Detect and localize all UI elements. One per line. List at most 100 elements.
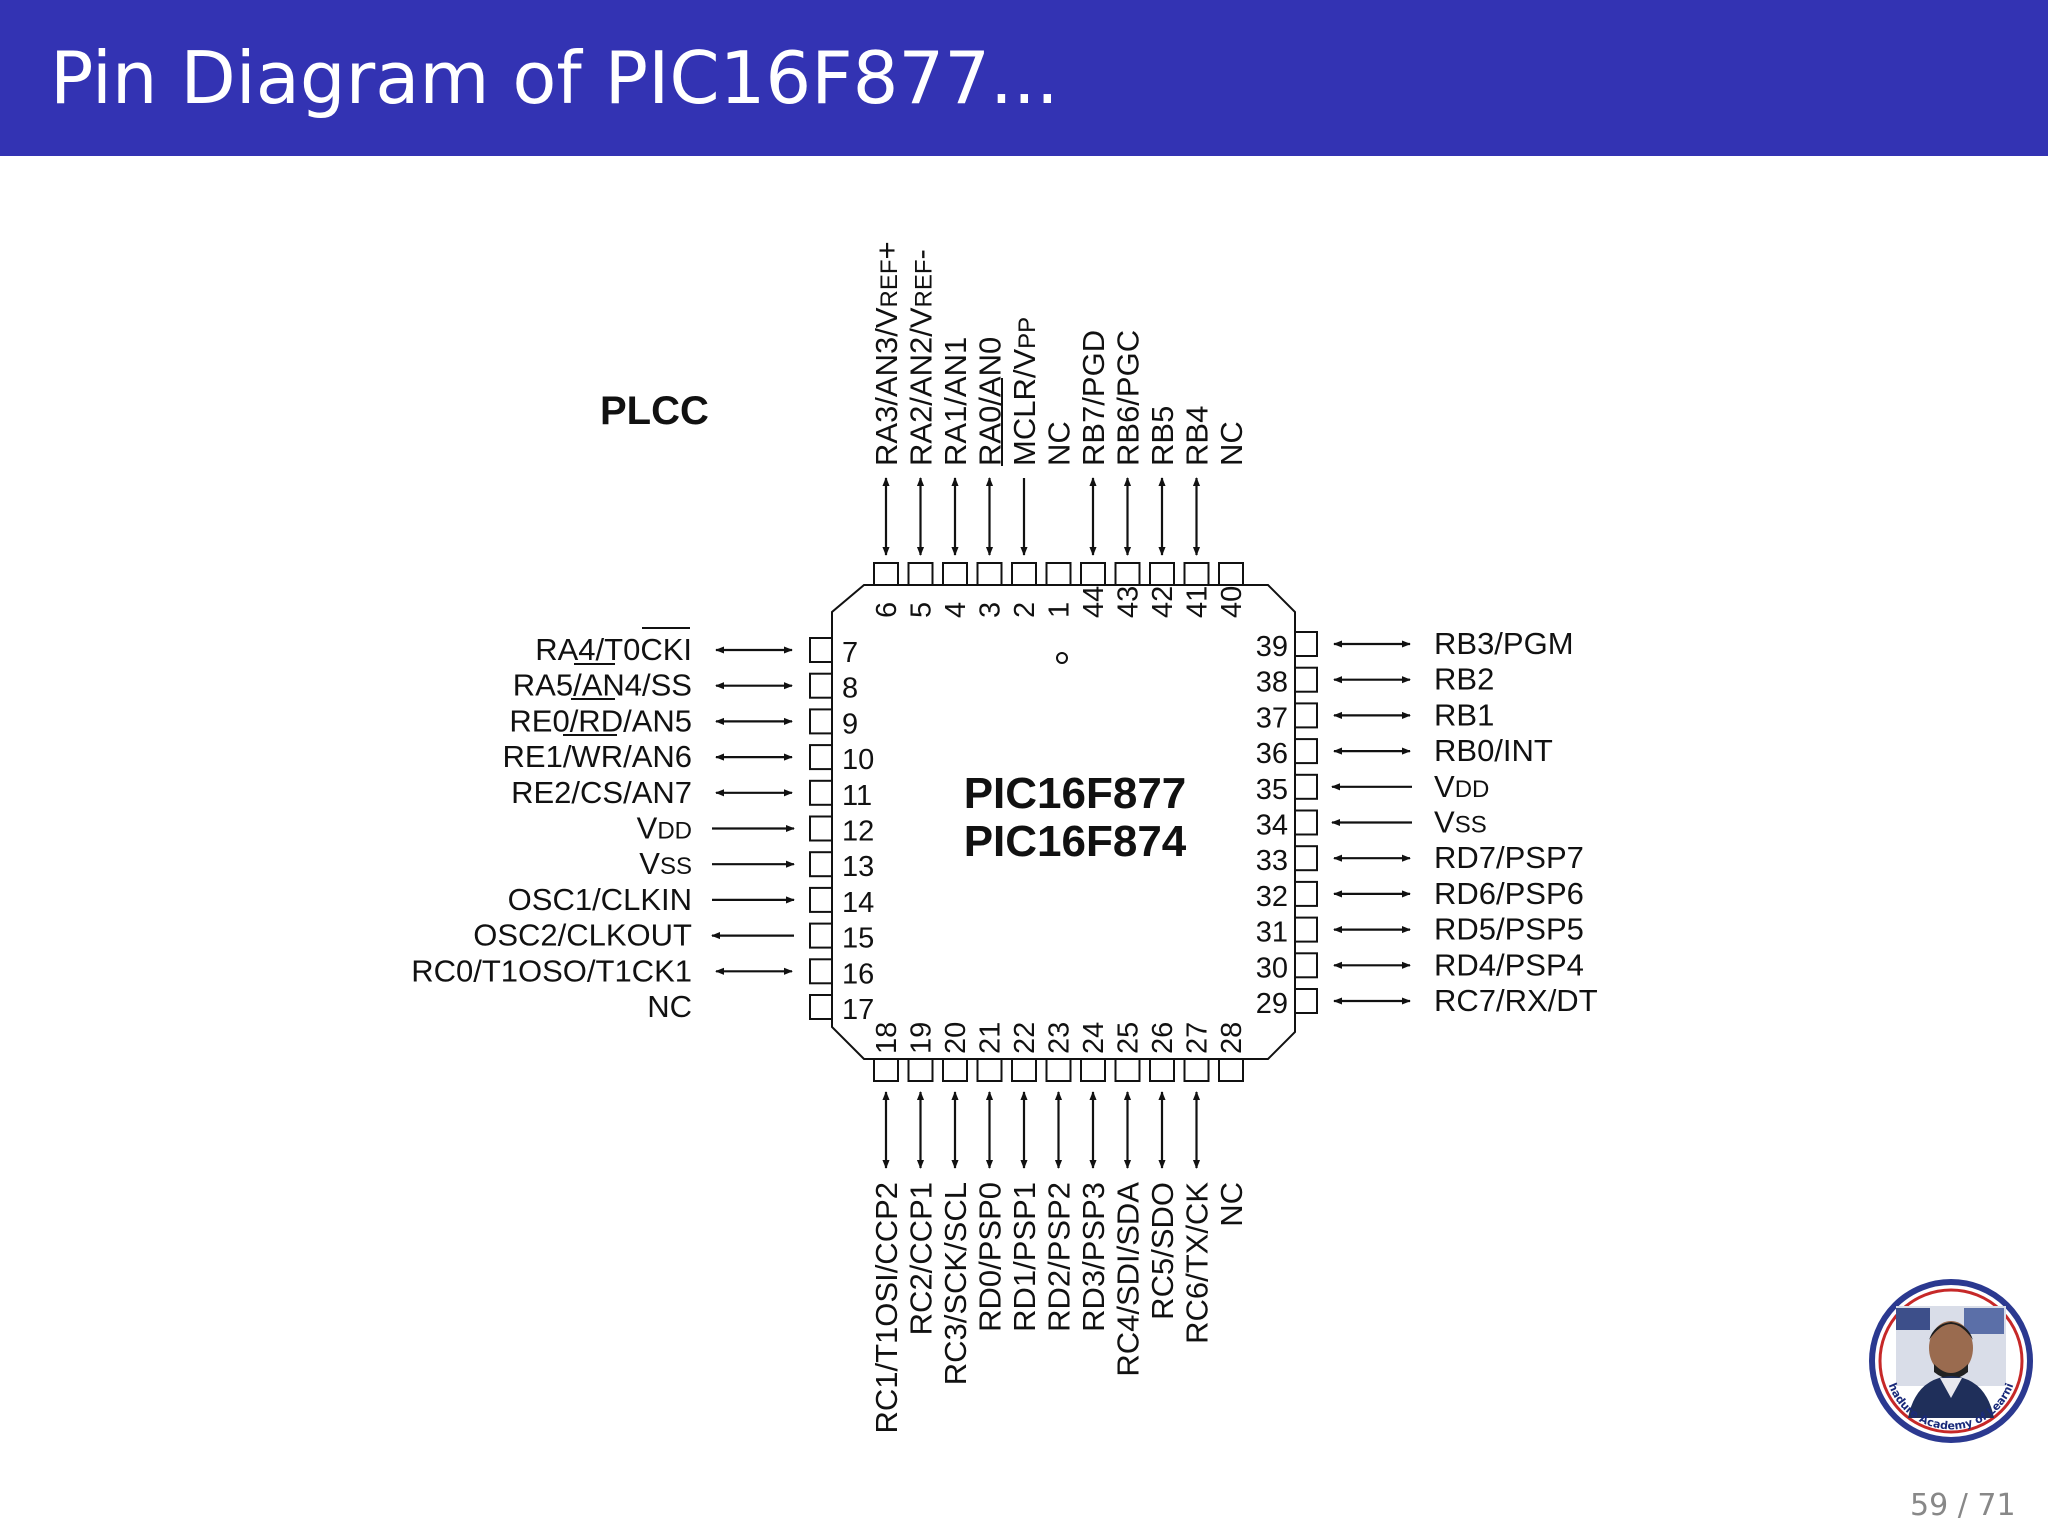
pin-number-top: 2: [1009, 602, 1041, 618]
pin-label-right: RD5/PSP5: [1434, 912, 1584, 947]
pin-label-right: RD6/PSP6: [1434, 876, 1584, 911]
pin-number-bottom: 18: [871, 1022, 903, 1054]
slide-header: Pin Diagram of PIC16F877...: [0, 0, 2048, 156]
package-label: PLCC: [600, 389, 709, 433]
pin-number-top: 5: [906, 602, 938, 618]
pin-pad-right: [1294, 916, 1318, 943]
pin-number-top: 42: [1147, 586, 1179, 618]
presenter-avatar-icon: [1908, 1321, 1994, 1418]
pin-pad-top: [1218, 562, 1244, 586]
pin-pad-left: [809, 851, 833, 878]
pin-label-left: NC: [647, 989, 692, 1024]
pin-label-bottom: RD3/PSP3: [1076, 1182, 1111, 1332]
pin-label-left: VDD: [637, 811, 692, 846]
pin-label-left: RE0/RD/AN5: [509, 703, 692, 738]
pin-label-top: RA3/AN3/VREF+: [869, 241, 904, 466]
pin-pad-right: [1294, 738, 1318, 765]
pin-pad-right: [1294, 988, 1318, 1014]
pin-pad-top: [1114, 562, 1141, 586]
pin-number-bottom: 26: [1147, 1022, 1179, 1054]
pin-pad-left: [809, 886, 833, 913]
pin-label-left: OSC1/CLKIN: [508, 882, 692, 917]
pin-pad-left: [809, 744, 833, 771]
pin-number-top: 6: [871, 602, 903, 618]
pin-pad-left: [809, 922, 833, 949]
pin-number-bottom: 22: [1009, 1022, 1041, 1054]
pin-number-left: 12: [842, 816, 874, 848]
pin-pad-left: [809, 815, 833, 842]
pin-pad-bottom: [873, 1058, 899, 1082]
pin-number-bottom: 23: [1044, 1022, 1076, 1054]
pin-number-right: 38: [1256, 667, 1288, 699]
pin-number-right: 35: [1256, 774, 1288, 806]
pin-pad-top: [976, 562, 1003, 586]
pin-pad-right: [1294, 952, 1318, 979]
pin-label-bottom: RC5/SDO: [1145, 1182, 1180, 1320]
pin-pad-bottom: [1045, 1058, 1072, 1082]
pin-number-top: 4: [940, 602, 972, 618]
pin-number-right: 34: [1256, 810, 1288, 842]
pin-number-right: 32: [1256, 881, 1288, 913]
pin-number-left: 8: [842, 673, 858, 705]
pin-number-bottom: 19: [906, 1022, 938, 1054]
pin-number-right: 39: [1256, 631, 1288, 663]
pin-number-top: 41: [1182, 586, 1214, 618]
pin-pad-top: [1045, 562, 1072, 586]
pin-pad-top: [1183, 562, 1210, 586]
pin-pad-right: [1294, 845, 1318, 872]
pin-label-bottom: RD0/PSP0: [973, 1182, 1008, 1332]
pin-pad-bottom: [907, 1058, 934, 1082]
pin-label-right: RC7/RX/DT: [1434, 983, 1598, 1018]
pin-label-bottom: NC: [1214, 1182, 1249, 1227]
pin-pad-bottom: [1080, 1058, 1106, 1082]
pin-number-right: 36: [1256, 738, 1288, 770]
pin-label-right: VSS: [1434, 805, 1487, 840]
pin-label-left: RA5/AN4/SS: [513, 668, 692, 703]
pin-label-right: RB1: [1434, 697, 1494, 732]
pin-label-right: RD7/PSP7: [1434, 840, 1584, 875]
pin-label-top: MCLR/VPP: [1007, 317, 1042, 466]
pin-number-bottom: 25: [1113, 1022, 1145, 1054]
pin-pad-right: [1294, 809, 1318, 836]
pin-label-bottom: RD2/PSP2: [1042, 1182, 1077, 1332]
chip-name-primary: PIC16F877: [964, 769, 1187, 818]
pin-label-left: RC0/T1OSO/T1CK1: [411, 953, 692, 988]
pin-label-bottom: RC2/CCP1: [904, 1182, 939, 1335]
pin-pad-left: [809, 958, 833, 985]
pin-number-bottom: 24: [1078, 1022, 1110, 1054]
pin-pad-right: [1294, 880, 1318, 907]
pin-pad-bottom: [1149, 1058, 1175, 1082]
pin-pad-left: [809, 994, 833, 1020]
pin-label-bottom: RC3/SCK/SCL: [938, 1182, 973, 1385]
pin-label-bottom: RD1/PSP1: [1007, 1182, 1042, 1332]
pin-pad-left: [809, 779, 833, 806]
pin-label-left: RE1/WR/AN6: [503, 739, 692, 774]
pin-number-left: 15: [842, 923, 874, 955]
pin-label-top: NC: [1214, 421, 1249, 466]
pin-pad-bottom: [976, 1058, 1003, 1082]
pin-pad-bottom: [942, 1058, 968, 1082]
pin-pad-bottom: [1114, 1058, 1141, 1082]
pin-number-top: 40: [1216, 586, 1248, 618]
pin-number-left: 10: [842, 744, 874, 776]
pin-label-right: RD4/PSP4: [1434, 947, 1584, 982]
pin-number-right: 37: [1256, 702, 1288, 734]
pin-number-bottom: 27: [1182, 1022, 1214, 1054]
pin-label-bottom: RC1/T1OSI/CCP2: [869, 1182, 904, 1434]
pin-pad-top: [907, 562, 934, 586]
pin-number-right: 30: [1256, 952, 1288, 984]
pin-number-bottom: 21: [975, 1022, 1007, 1054]
pin-label-top: RB6/PGC: [1111, 330, 1146, 466]
page-number: 59 / 71: [1910, 1488, 2016, 1523]
pin-label-top: RB7/PGD: [1076, 330, 1111, 466]
chip-name-secondary: PIC16F874: [964, 817, 1187, 866]
pin-number-top: 3: [975, 602, 1007, 618]
pin-pad-top: [1080, 562, 1106, 586]
pin-pad-right: [1294, 631, 1318, 657]
pin-number-left: 11: [842, 780, 872, 812]
pin-label-top: RA2/AN2/VREF-: [904, 249, 939, 466]
pin-number-right: 29: [1256, 988, 1288, 1020]
pin-pad-left: [809, 708, 833, 735]
pin-pad-left: [809, 672, 833, 699]
